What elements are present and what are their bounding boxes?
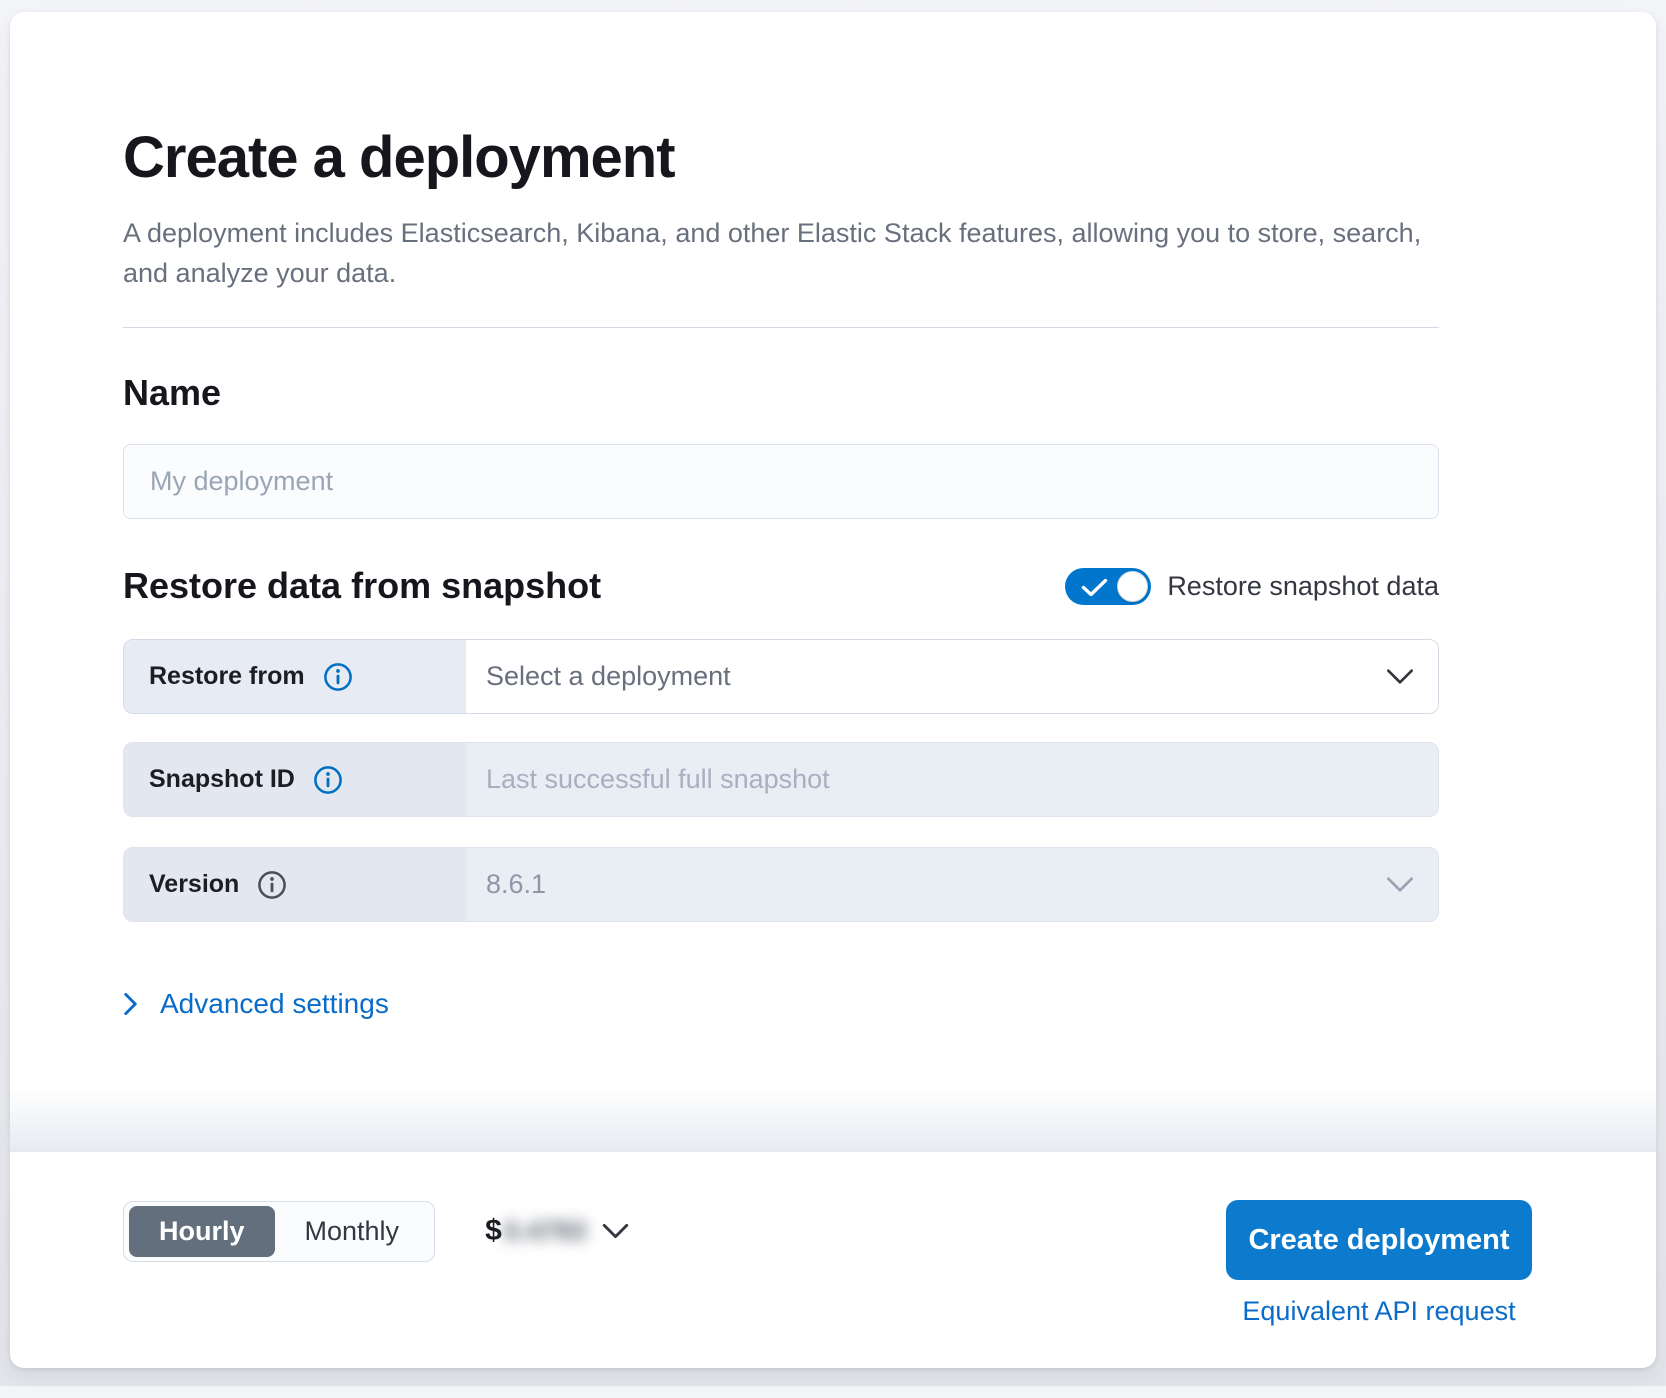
version-row: Version 8.6.1 xyxy=(123,847,1439,922)
billing-hourly-button[interactable]: Hourly xyxy=(129,1205,275,1257)
main-content: Create a deployment A deployment include… xyxy=(10,12,1439,1021)
create-deployment-card: Create a deployment A deployment include… xyxy=(10,12,1656,1368)
price-dropdown[interactable]: $ 0.4793 xyxy=(485,1214,629,1248)
equivalent-api-request-link[interactable]: Equivalent API request xyxy=(1242,1296,1516,1326)
price-value-blurred: 0.4793 xyxy=(503,1215,587,1246)
create-actions: Create deployment Equivalent API request xyxy=(1226,1200,1532,1327)
snapshot-section-header: Restore data from snapshot Restore snaps… xyxy=(123,565,1439,607)
advanced-settings-label: Advanced settings xyxy=(160,988,389,1019)
billing-monthly-button[interactable]: Monthly xyxy=(275,1206,430,1257)
page-subtitle: A deployment includes Elasticsearch, Kib… xyxy=(123,218,1422,288)
version-select-value: 8.6.1 xyxy=(486,869,547,899)
restore-from-label-cell: Restore from xyxy=(124,640,466,713)
billing-and-price: Hourly Monthly $ 0.4793 xyxy=(123,1200,629,1262)
snapshot-heading: Restore data from snapshot xyxy=(123,565,602,606)
toggle-knob xyxy=(1117,570,1149,602)
info-icon[interactable] xyxy=(323,662,353,692)
snapshot-id-field xyxy=(466,743,1438,816)
chevron-down-icon xyxy=(1386,877,1414,892)
restore-from-select[interactable]: Select a deployment xyxy=(466,640,1438,713)
version-select: 8.6.1 xyxy=(466,848,1438,921)
page-title: Create a deployment xyxy=(123,125,676,190)
version-label-cell: Version xyxy=(124,848,466,921)
chevron-right-icon xyxy=(124,992,137,1016)
bottom-bar: Hourly Monthly $ 0.4793 Create deploymen… xyxy=(10,1088,1656,1368)
restore-snapshot-toggle[interactable] xyxy=(1065,567,1152,605)
snapshot-id-row: Snapshot ID xyxy=(123,742,1439,817)
deployment-name-input[interactable] xyxy=(123,444,1439,519)
check-icon xyxy=(1082,578,1108,596)
advanced-settings-link[interactable]: Advanced settings xyxy=(123,988,389,1020)
restore-from-label: Restore from xyxy=(149,662,305,690)
snapshot-id-input xyxy=(486,764,1414,795)
billing-interval-group: Hourly Monthly xyxy=(123,1200,436,1262)
price-currency: $ xyxy=(485,1214,502,1247)
info-icon[interactable] xyxy=(313,765,343,795)
name-section: Name xyxy=(123,372,1439,519)
snapshot-id-label: Snapshot ID xyxy=(149,765,295,793)
create-deployment-button[interactable]: Create deployment xyxy=(1226,1200,1532,1280)
restore-snapshot-toggle-label: Restore snapshot data xyxy=(1167,570,1439,601)
name-heading: Name xyxy=(123,372,222,413)
restore-from-row: Restore from Select a deployment xyxy=(123,639,1439,714)
info-icon[interactable] xyxy=(257,870,287,900)
restore-from-select-value: Select a deployment xyxy=(486,661,731,691)
chevron-down-icon xyxy=(602,1223,629,1239)
version-label: Version xyxy=(149,870,240,898)
divider xyxy=(123,327,1439,328)
restore-snapshot-toggle-group: Restore snapshot data xyxy=(1065,567,1439,605)
snapshot-id-label-cell: Snapshot ID xyxy=(124,743,466,816)
chevron-down-icon xyxy=(1386,669,1414,684)
